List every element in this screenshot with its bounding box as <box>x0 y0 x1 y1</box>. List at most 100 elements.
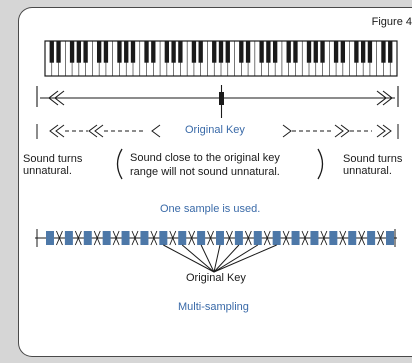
one-sample-caption: One sample is used. <box>160 203 261 215</box>
sample-block <box>178 231 187 245</box>
crossing-mark <box>226 230 233 246</box>
crossing-mark <box>207 230 214 246</box>
black-key <box>76 41 82 63</box>
crossing-mark <box>263 230 271 246</box>
fan-line <box>213 244 240 273</box>
sample-block <box>197 231 206 245</box>
sample-block <box>348 231 357 245</box>
black-key <box>306 41 312 63</box>
black-key <box>286 41 291 63</box>
black-key <box>367 41 373 63</box>
sample-block <box>64 231 73 245</box>
black-key <box>245 41 251 63</box>
black-key <box>212 41 217 63</box>
crossing-mark <box>339 230 347 246</box>
double-chevron-right-icon <box>376 90 393 106</box>
sample-block <box>46 231 54 245</box>
black-key <box>225 41 230 63</box>
sample-block <box>83 231 92 245</box>
black-key <box>239 41 244 63</box>
sound-turns-unnatural-left: Sound turns unnatural. <box>23 153 82 177</box>
inner-left-chevron-icon <box>151 124 161 138</box>
black-key <box>69 41 75 63</box>
black-key <box>266 41 271 63</box>
crossing-mark <box>377 230 384 246</box>
fan-line <box>163 244 215 273</box>
sample-block <box>159 231 168 245</box>
sound-turns-left-line1: Sound turns <box>23 153 83 165</box>
crossing-mark <box>244 230 252 246</box>
fan-line <box>213 244 221 273</box>
sample-block <box>253 231 262 245</box>
dashed-range <box>36 124 399 139</box>
sound-turns-right-line2: unnatural. <box>343 165 392 177</box>
black-key <box>130 41 136 63</box>
multi-sampling-illustration <box>35 229 397 247</box>
crossing-mark <box>188 230 196 246</box>
crossing-mark <box>131 230 139 246</box>
black-key <box>56 41 61 63</box>
sample-block <box>216 231 224 245</box>
crossing-mark <box>282 230 290 246</box>
black-key <box>144 41 149 63</box>
sample-block <box>121 231 130 245</box>
sample-block <box>272 231 281 245</box>
black-key <box>117 41 122 63</box>
black-key <box>151 41 156 63</box>
fan-line <box>213 244 259 273</box>
dashed-right-double-chevron-icon <box>376 124 392 138</box>
sample-block <box>102 231 111 245</box>
black-key <box>198 41 203 63</box>
sample-block <box>140 231 149 245</box>
black-key <box>83 41 88 63</box>
crossing-mark <box>169 230 177 246</box>
close-note-line2: range will not sound unnatural. <box>130 166 280 178</box>
black-key <box>171 41 176 63</box>
black-key <box>388 41 393 63</box>
black-key <box>320 41 325 63</box>
black-key <box>124 41 129 63</box>
black-key <box>178 41 183 63</box>
sample-block <box>291 231 300 245</box>
black-key <box>218 41 224 63</box>
black-key <box>103 41 109 63</box>
fan-line <box>213 244 277 273</box>
black-key <box>96 41 102 63</box>
sample-block <box>329 231 338 245</box>
crossing-mark <box>112 230 120 246</box>
figure-label: Figure 4 <box>371 16 412 28</box>
crossing-mark <box>150 230 158 246</box>
inner-right-chevron-icon <box>282 124 292 138</box>
sound-turns-right-line1: Sound turns <box>343 153 403 165</box>
black-key <box>49 41 54 63</box>
sample-block <box>386 231 394 245</box>
original-key-label-bottom: Original Key <box>186 272 246 284</box>
original-key-label-top: Original Key <box>185 124 245 136</box>
crossing-mark <box>301 230 309 246</box>
right-parenthesis <box>317 148 324 180</box>
dashed-mid-left-double-chevron-icon <box>88 124 104 138</box>
dashed-mid-right-double-chevron-icon <box>334 124 350 138</box>
black-key <box>340 41 346 63</box>
crossing-mark <box>56 230 63 246</box>
sample-block <box>234 231 243 245</box>
parentheses <box>116 148 324 180</box>
original-key-fan-lines <box>163 244 277 273</box>
black-key <box>381 41 386 63</box>
black-key <box>272 41 278 63</box>
black-key <box>293 41 298 63</box>
crossing-mark <box>93 230 101 246</box>
black-key <box>333 41 339 63</box>
double-chevron-left-icon <box>48 90 65 106</box>
black-key <box>360 41 366 63</box>
sound-turns-left-line2: unnatural. <box>23 165 72 177</box>
crossing-mark <box>358 230 366 246</box>
fan-line <box>200 244 215 273</box>
single-sample-range <box>36 85 399 118</box>
black-key <box>164 41 170 63</box>
multi-sampling-caption: Multi-sampling <box>178 301 249 313</box>
fan-line <box>181 244 215 273</box>
black-key <box>313 41 318 63</box>
dashed-left-double-chevron-icon <box>49 124 65 138</box>
